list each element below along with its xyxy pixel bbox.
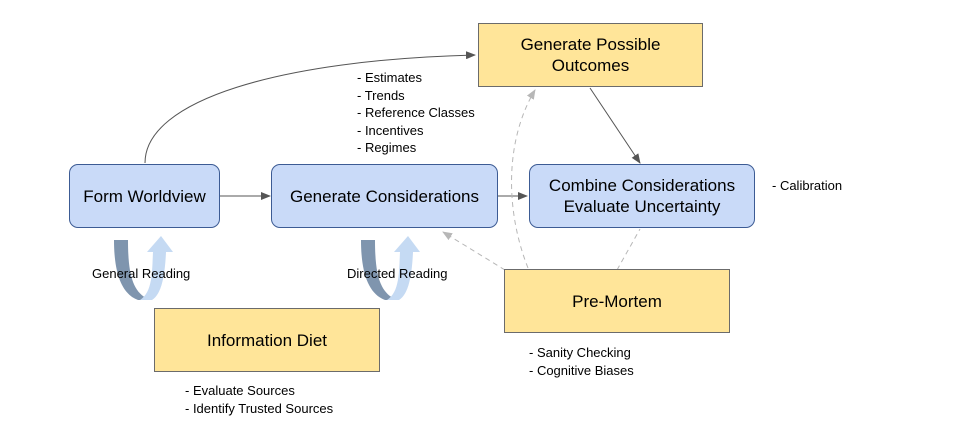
general-reading-label: General Reading: [92, 266, 191, 281]
note-trends: - Trends: [357, 87, 405, 103]
note-sanity-checking: - Sanity Checking: [529, 345, 631, 360]
pre-mortem-label: Pre-Mortem: [572, 291, 662, 311]
information-diet-notes: - Evaluate Sources - Identify Trusted So…: [185, 382, 333, 417]
note-estimates: - Estimates: [357, 70, 423, 85]
generate-outcomes-label-line2: Outcomes: [551, 56, 630, 75]
generate-outcomes-node: Generate Possible Outcomes: [478, 23, 703, 87]
note-cognitive-biases: - Cognitive Biases: [529, 362, 634, 378]
note-incentives: - Incentives: [357, 122, 424, 138]
information-diet-label: Information Diet: [207, 330, 327, 350]
calibration-notes: - Calibration: [772, 177, 842, 195]
directed-reading-label: Directed Reading: [347, 266, 448, 281]
arrow-outcomes-to-combine: [589, 87, 641, 164]
note-regimes: - Regimes: [357, 140, 417, 155]
generate-considerations-label: Generate Considerations: [289, 186, 479, 206]
combine-considerations-node: Combine Considerations Evaluate Uncertai…: [529, 164, 755, 228]
note-calibration: - Calibration: [772, 178, 843, 193]
dashed-premortem-to-outcomes: [511, 89, 536, 269]
form-worldview-label: Form Worldview: [83, 186, 206, 206]
evaluate-uncertainty-label: Evaluate Uncertainty: [563, 197, 721, 216]
pre-mortem-node: Pre-Mortem: [504, 269, 730, 333]
form-worldview-node: Form Worldview: [69, 164, 220, 228]
note-reference-classes: - Reference Classes: [357, 105, 475, 120]
note-identify-trusted-sources: - Identify Trusted Sources: [185, 400, 334, 416]
generate-considerations-node: Generate Considerations: [271, 164, 498, 228]
combine-considerations-label: Combine Considerations: [548, 176, 736, 195]
dashed-premortem-to-considerations: [442, 231, 506, 271]
generate-outcomes-label-line1: Generate Possible: [520, 35, 661, 54]
general-reading-cycle: [114, 236, 173, 300]
considerations-notes: - Estimates - Trends - Reference Classes…: [357, 69, 475, 157]
information-diet-node: Information Diet: [154, 308, 380, 372]
arrow-worldview-to-outcomes: [144, 51, 476, 164]
note-evaluate-sources: - Evaluate Sources: [185, 383, 295, 398]
pre-mortem-notes: - Sanity Checking - Cognitive Biases: [529, 344, 634, 379]
directed-reading-cycle: [361, 236, 420, 300]
dashed-premortem-to-combine: [609, 228, 641, 280]
